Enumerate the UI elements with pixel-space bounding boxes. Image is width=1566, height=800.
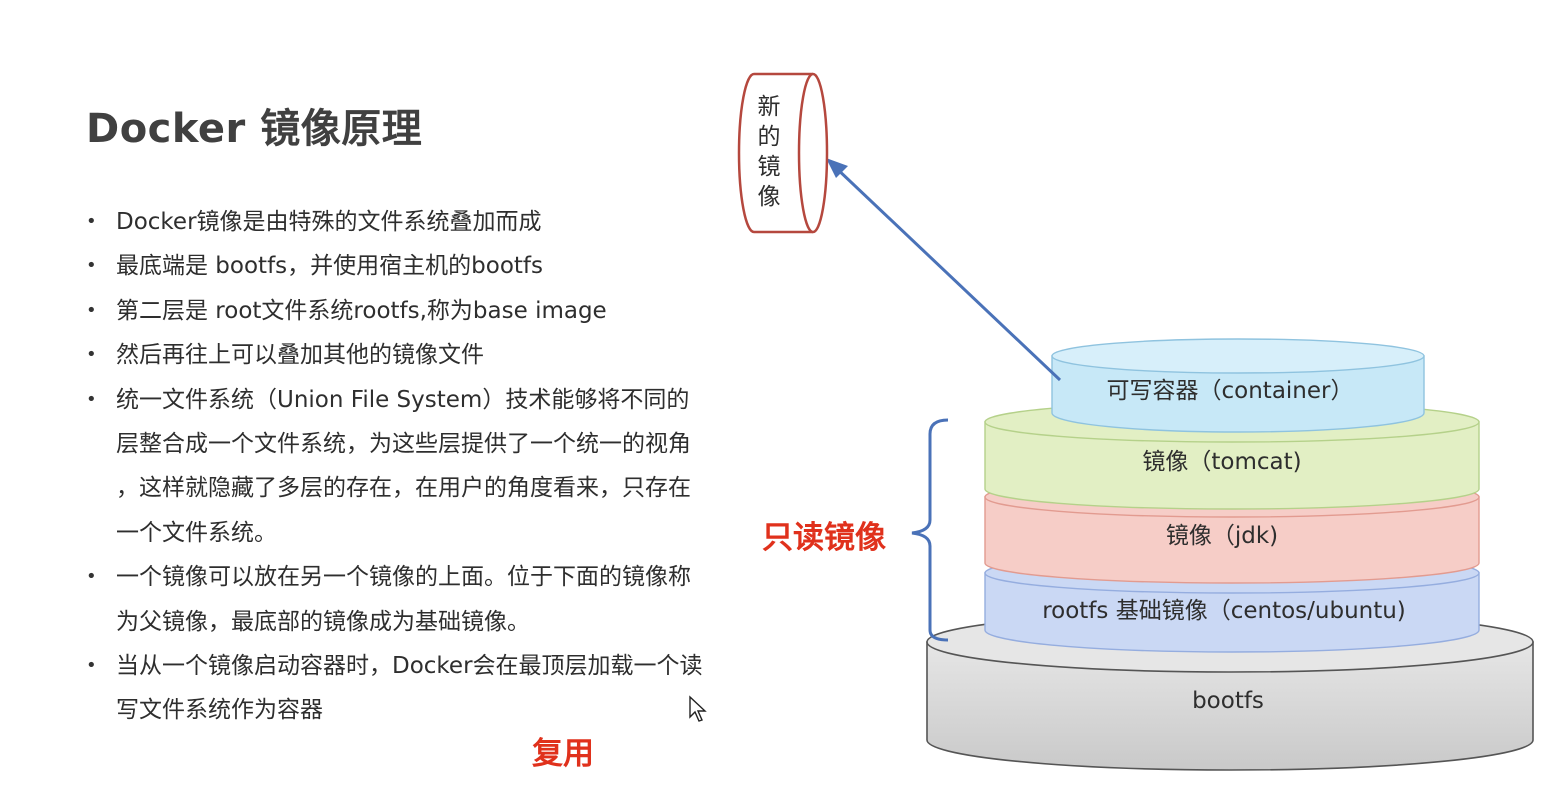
bullet-line: 然后再往上可以叠加其他的镜像文件 — [116, 342, 484, 369]
container-label: 可写容器（container） — [1107, 378, 1354, 404]
bullet-dot-icon: • — [86, 344, 97, 366]
bullet-line: 当从一个镜像启动容器时，Docker会在最顶层加载一个读 — [116, 653, 703, 680]
new-image-char: 镜 — [758, 154, 781, 180]
bullet-line: 为父镜像，最底部的镜像成为基础镜像。 — [116, 608, 530, 635]
new-image-char: 像 — [758, 184, 781, 210]
bullet-line: 最底端是 bootfs，并使用宿主机的bootfs — [116, 253, 543, 280]
bootfs-label: bootfs — [1192, 688, 1264, 714]
new-image-cylinder: 新 的 镜 像 — [737, 72, 829, 234]
bullet-dot-icon: • — [86, 388, 97, 410]
new-image-char: 的 — [758, 124, 781, 150]
bullet-line: ，这样就隐藏了多层的存在，在用户的角度看来，只存在 — [116, 475, 691, 502]
container-layer: 可写容器（container） — [1051, 338, 1425, 433]
bullet-list: • Docker镜像是由特殊的文件系统叠加而成 • 最底端是 bootfs，并使… — [84, 200, 764, 733]
bullet-line: 写文件系统作为容器 — [116, 697, 323, 724]
tomcat-body — [984, 421, 1480, 510]
jdk-body — [984, 496, 1480, 584]
bullet-dot-icon: • — [86, 255, 97, 277]
reuse-label: 复用 — [532, 736, 594, 772]
new-image-arrow — [832, 164, 1062, 382]
bullet-item: • Docker镜像是由特殊的文件系统叠加而成 — [84, 200, 764, 244]
new-image-char: 新 — [758, 94, 781, 120]
rootfs-body — [984, 572, 1480, 653]
bullet-line: 一个镜像可以放在另一个镜像的上面。位于下面的镜像称 — [116, 564, 691, 591]
bullet-line: 层整合成一个文件系统，为这些层提供了一个统一的视角 — [116, 431, 691, 458]
tomcat-label: 镜像（tomcat) — [1142, 449, 1301, 475]
bullet-item: • 然后再往上可以叠加其他的镜像文件 — [84, 333, 764, 377]
readonly-bracket — [911, 418, 949, 642]
bullet-item: • 一个镜像可以放在另一个镜像的上面。位于下面的镜像称 为父镜像，最底部的镜像成… — [84, 555, 764, 644]
bullet-dot-icon: • — [86, 299, 97, 321]
bullet-line: 第二层是 root文件系统rootfs,称为base image — [116, 297, 607, 324]
arrow-head-icon — [826, 158, 848, 178]
bullet-dot-icon: • — [86, 655, 97, 677]
bullet-item: • 当从一个镜像启动容器时，Docker会在最顶层加载一个读 写文件系统作为容器 — [84, 644, 764, 733]
page-title: Docker 镜像原理 — [86, 106, 423, 152]
bullet-item: • 统一文件系统（Union File System）技术能够将不同的 层整合成… — [84, 378, 764, 556]
bullet-item: • 最底端是 bootfs，并使用宿主机的bootfs — [84, 244, 764, 288]
container-body — [1051, 355, 1425, 433]
container-top — [1051, 338, 1425, 374]
bullet-line: 一个文件系统。 — [116, 519, 277, 546]
bullet-dot-icon: • — [86, 211, 97, 232]
rootfs-label: rootfs 基础镜像（centos/ubuntu) — [1042, 598, 1406, 624]
jdk-label: 镜像（jdk) — [1166, 523, 1278, 549]
bullet-dot-icon: • — [86, 566, 97, 588]
readonly-image-label: 只读镜像 — [762, 520, 886, 556]
new-image-body — [737, 72, 813, 234]
bullet-line: 统一文件系统（Union File System）技术能够将不同的 — [116, 386, 690, 413]
new-image-end — [797, 72, 829, 234]
bullet-line: Docker镜像是由特殊的文件系统叠加而成 — [116, 209, 542, 235]
bootfs-body — [926, 641, 1534, 771]
mouse-cursor-icon — [689, 695, 707, 722]
bullet-item: • 第二层是 root文件系统rootfs,称为base image — [84, 289, 764, 333]
